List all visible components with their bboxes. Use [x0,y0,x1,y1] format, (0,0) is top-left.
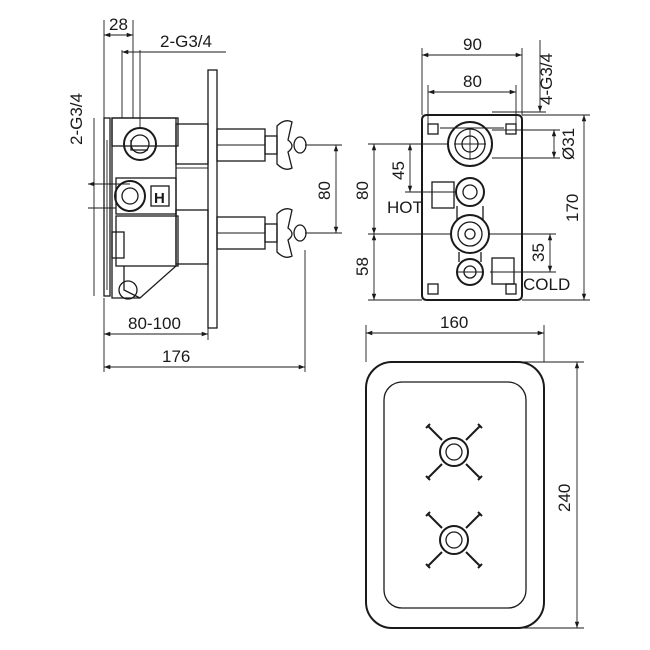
hot-marker-text: H [154,190,165,207]
side-upper-handle [276,120,293,170]
dim-side-28: 28 [109,15,128,34]
side-top-port [123,127,157,161]
cold-label: COLD [523,275,570,294]
dim-front-diameter: Ø31 [559,128,578,160]
side-lower-spindle [175,209,209,265]
side-view: H 28 2-G3/4 2-G3/4 [67,15,342,372]
plate-outer [365,361,545,629]
hot-label: HOT [387,198,423,217]
dim-front-35: 35 [529,243,548,262]
dim-plate-160: 160 [440,313,468,332]
plate-view: 160 240 [365,313,584,629]
front-hot-inlet [455,177,485,207]
side-hot-port [114,180,146,212]
side-hot-marker-box [150,185,170,207]
front-cold-bracket [491,257,515,285]
front-hot-bracket [431,181,455,209]
dim-plate-240: 240 [555,484,574,512]
front-view: 90 80 4-G3/4 Ø31 170 80 45 HOT 58 [353,35,590,301]
dim-front-170: 170 [563,194,582,222]
dim-front-80-top: 80 [463,72,482,91]
dim-front-58: 58 [353,257,372,276]
side-mount-flange [103,117,111,297]
front-centre-valve [450,214,490,254]
plate-lower-handle [425,511,483,569]
dim-side-thread-top: 2-G3/4 [160,32,212,51]
front-mount-plate [421,114,523,301]
side-lower-port [118,280,138,300]
dim-front-90: 90 [463,35,482,54]
plate-upper-handle [425,423,483,481]
dim-side-80-100: 80-100 [128,314,181,333]
dim-front-thread: 4-G3/4 [537,53,556,105]
dim-front-80-left: 80 [353,181,372,200]
dim-side-176: 176 [162,347,190,366]
side-cover-plate [207,69,218,329]
dim-front-45: 45 [389,161,408,180]
dim-side-80: 80 [315,181,334,200]
plate-inner [383,381,527,609]
side-upper-spindle [175,123,209,165]
side-lower-handle [276,208,293,258]
dim-side-thread-left: 2-G3/4 [67,93,86,145]
